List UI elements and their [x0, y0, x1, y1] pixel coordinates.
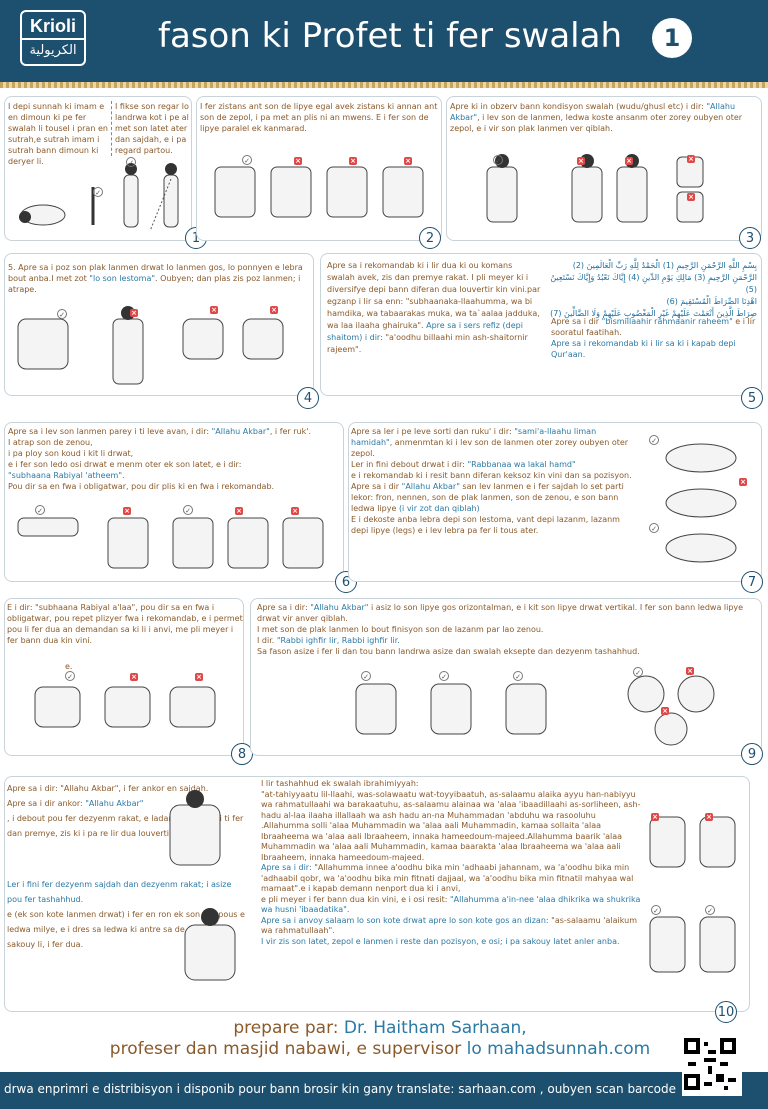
- step-2-text: I fer zistans ant son de lipye egal avek…: [200, 102, 438, 133]
- step-10-text-left-bottom: Ler i fini fer dezyenm sajdah dan dezyen…: [7, 880, 245, 949]
- step-4-panel: 5. Apre sa i poz son plak lanmen drwat l…: [4, 253, 319, 409]
- hand-placement-illustrations: [17, 306, 284, 385]
- step-2-panel: I fer zistans ant son de lipye egal avek…: [196, 96, 442, 249]
- step-8-panel: E i dir: "subhaana Rabiyal a'laa", pou d…: [4, 598, 253, 765]
- red-x-icon: ×: [130, 673, 138, 681]
- red-x-icon: ×: [210, 306, 218, 314]
- check-circle-icon: ✓: [439, 671, 449, 681]
- step-4-text: 5. Apre sa i poz son plak lanmen drwat l…: [8, 263, 303, 294]
- red-x-icon: ×: [687, 193, 695, 201]
- page-number-badge: 1: [652, 18, 692, 58]
- check-circle-icon: ✓: [513, 671, 523, 681]
- logo-arabic: الكريولية: [22, 38, 84, 62]
- red-x-icon: ×: [291, 507, 299, 515]
- step-1-panel: I depi sunnah ki imam e en dimoun ki pe …: [4, 96, 207, 249]
- red-x-icon: ×: [687, 155, 695, 163]
- check-circle-icon: ✓: [35, 505, 45, 515]
- sitting-position-illustrations: [355, 675, 715, 746]
- red-x-icon: ×: [686, 667, 694, 675]
- prostration-sajdah-illustrations: [665, 443, 737, 563]
- step-5-text-main: Apre sa i rekomandab ki i lir dua ki ou …: [327, 261, 541, 354]
- page-header: [0, 0, 768, 82]
- check-circle-icon: ✓: [93, 187, 103, 197]
- check-circle-icon: ✓: [493, 155, 503, 165]
- check-circle-icon: ✓: [649, 435, 659, 445]
- red-x-icon: ×: [123, 507, 131, 515]
- credits: prepare par: Dr. Haitham Sarhaan, profes…: [109, 1018, 651, 1059]
- step-7-panel: Apre sa ler i pe leve sorti dan ruku' i …: [348, 422, 763, 593]
- tashahhud-finger-illustration: [184, 908, 236, 981]
- step-7-number: 7: [741, 571, 763, 593]
- red-x-icon: ×: [270, 306, 278, 314]
- bottom-bar: [0, 1072, 768, 1109]
- check-circle-icon: ✓: [649, 523, 659, 533]
- step-5-panel: Apre sa i rekomandab ki i lir dua ki ou …: [320, 253, 763, 409]
- step-6-text: Apre sa i lev son lanmen parey i ti leve…: [8, 427, 311, 491]
- red-x-icon: ×: [404, 157, 412, 165]
- check-circle-icon: ✓: [651, 905, 661, 915]
- red-x-icon: ×: [577, 157, 585, 165]
- qr-code-icon[interactable]: [682, 1036, 742, 1096]
- step-9-number: 9: [741, 743, 763, 765]
- step-5-number: 5: [741, 387, 763, 409]
- distribution-note: drwa enprimri e distribisyon i disponib …: [3, 1082, 677, 1096]
- prostrating-figure-illustration: [19, 187, 95, 226]
- red-x-icon: ×: [195, 673, 203, 681]
- red-x-icon: ×: [651, 813, 659, 821]
- red-x-icon: ×: [130, 309, 138, 317]
- step-2-number: 2: [419, 227, 441, 249]
- step-4-number: 4: [297, 387, 319, 409]
- check-circle-icon: ✓: [57, 309, 67, 319]
- step-3-number: 3: [739, 227, 761, 249]
- step-3-text: Apre ki in obzerv bann kondisyon swalah …: [450, 102, 743, 133]
- red-x-icon: ×: [349, 157, 357, 165]
- step-10-text-left-top: Apre sa i dir: "Allahu Akbar", i fer ank…: [7, 784, 244, 838]
- step-1-text-right: I fikse son regar lo landrwa kot i pe al…: [111, 101, 195, 156]
- fatihah-arabic-text: بِسْمِ اللَّهِ الرَّحْمَنِ الرَّحِيمِ (1…: [550, 261, 757, 318]
- check-circle-icon: ✓: [126, 157, 136, 167]
- red-x-icon: ×: [235, 507, 243, 515]
- step-9-text: Apre sa i dir: "Allahu Akbar" i asiz lo …: [257, 603, 744, 656]
- standing-figures-illustration: [123, 163, 179, 232]
- red-x-icon: ×: [705, 813, 713, 821]
- salaam-illustrations: [649, 816, 736, 973]
- check-circle-icon: ✓: [242, 155, 252, 165]
- red-x-icon: ×: [625, 157, 633, 165]
- step-10-panel: Apre sa i dir: "Allahu Akbar", i fer ank…: [4, 776, 750, 1023]
- bowing-ruku-illustrations: [17, 517, 324, 569]
- step-8-figure-letter: e.: [65, 662, 73, 671]
- check-circle-icon: ✓: [361, 671, 371, 681]
- page-title: fason ki Profet ti fer swalah: [157, 16, 623, 56]
- qr-code-graphic: [684, 1038, 736, 1090]
- check-circle-icon: ✓: [633, 667, 643, 677]
- check-circle-icon: ✓: [183, 505, 193, 515]
- step-6-panel: Apre sa i lev son lanmen parey i ti leve…: [4, 422, 357, 593]
- prostration-arms-illustrations: [34, 686, 216, 728]
- check-circle-icon: ✓: [65, 671, 75, 681]
- red-x-icon: ×: [739, 478, 747, 486]
- red-x-icon: ×: [294, 157, 302, 165]
- red-x-icon: ×: [661, 707, 669, 715]
- step-8-text: E i dir: "subhaana Rabiyal a'laa", pou d…: [7, 603, 243, 645]
- sitting-before-stand-illustration: [169, 790, 221, 866]
- step-9-panel: Apre sa i dir: "Allahu Akbar" i asiz lo …: [250, 598, 763, 765]
- step-3-panel: Apre ki in obzerv bann kondisyon swalah …: [446, 96, 762, 249]
- step-1-text-left: I depi sunnah ki imam e en dimoun ki pe …: [8, 102, 108, 166]
- feet-position-illustrations: [214, 166, 424, 218]
- raising-hands-illustrations: [486, 154, 704, 223]
- krioli-logo: Krioli الكريولية: [20, 10, 86, 66]
- step-7-text: Apre sa ler i pe leve sorti dan ruku' i …: [351, 427, 632, 535]
- logo-latin: Krioli: [29, 16, 76, 36]
- check-circle-icon: ✓: [705, 905, 715, 915]
- step-5-text-side: Apre sa i dir "bismillaahir rahmaanir ra…: [551, 317, 756, 359]
- step-10-text-right: I lir tashahhud ek swalah ibrahimiyyah: …: [261, 779, 641, 946]
- step-10-number: 10: [715, 1001, 737, 1023]
- header-ornament-stripe: [0, 82, 768, 88]
